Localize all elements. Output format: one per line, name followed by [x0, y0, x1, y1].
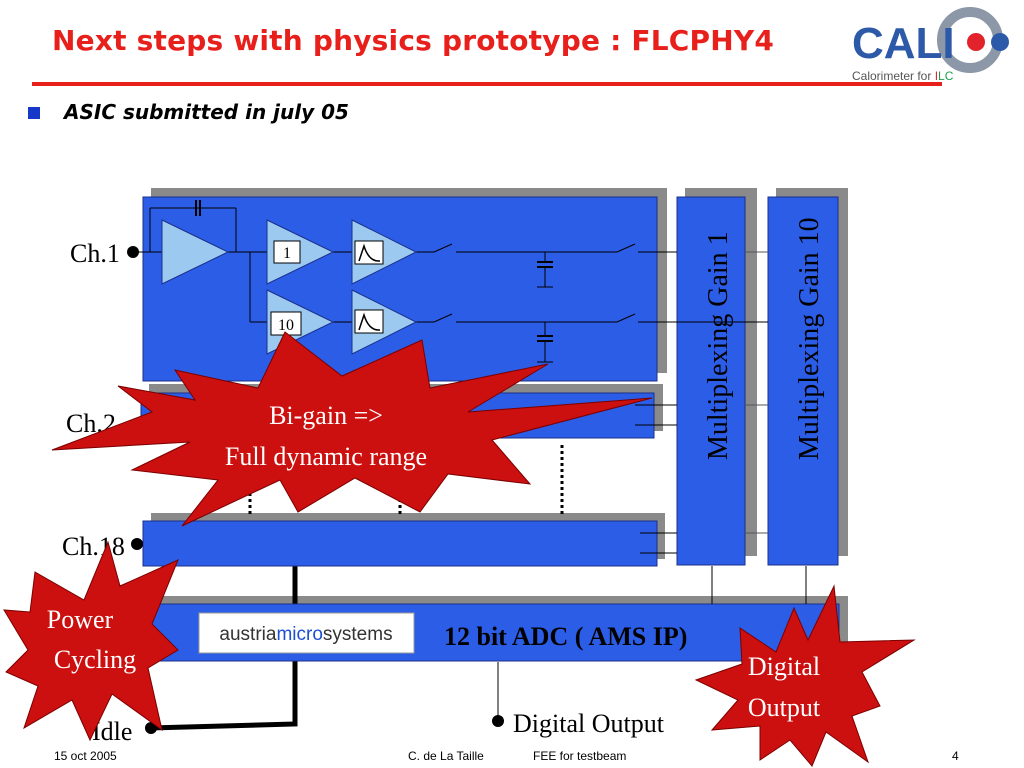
ch1-label: Ch.1	[70, 239, 120, 268]
shaper-pulse-icon	[358, 243, 381, 262]
mux-gain1-label: Multiplexing Gain 1	[703, 231, 734, 460]
shaper-gain10-triangle-icon	[351, 289, 418, 355]
gain1-label: 1	[283, 245, 291, 262]
mux-gain10-label: Multiplexing Gain 10	[794, 217, 825, 460]
ch1-input-dot	[127, 246, 139, 258]
bullet-text: ASIC submitted in july 05	[64, 100, 349, 124]
ch18-block	[142, 520, 658, 567]
slide-title: Next steps with physics prototype : FLCP…	[52, 24, 775, 57]
footer-page-number: 4	[952, 749, 959, 763]
footer-author: C. de La Taille	[408, 749, 484, 763]
title-underline	[32, 82, 942, 86]
shaper-icon-box	[354, 240, 384, 265]
power-starburst	[3, 540, 179, 742]
channel-output-lines	[497, 404, 807, 720]
vendor-logo-a: austria	[219, 624, 276, 645]
gain10-label: 10	[278, 317, 294, 334]
logo-sub-lc: LC	[938, 69, 954, 83]
digital-callout-line2: Output	[748, 693, 821, 722]
shaper-icon-box	[354, 309, 384, 334]
gain1-label-box	[273, 240, 301, 264]
ch1-circuit	[137, 200, 768, 363]
mux-gain10-block	[767, 196, 839, 566]
footer-date: 15 oct 2005	[54, 749, 117, 763]
adc-label: 12 bit ADC ( AMS IP)	[444, 622, 687, 651]
logo-e-icon	[967, 33, 985, 51]
logo-subtitle: Calorimeter for ILC	[852, 69, 954, 83]
logo-main-text: CALI	[852, 19, 955, 68]
preamp-triangle-icon	[161, 219, 230, 285]
digital-callout-line1: Digital	[748, 652, 820, 681]
digital-output-label: Digital Output	[513, 709, 665, 738]
idle-dot	[145, 722, 157, 734]
power-callout-line1: Power	[47, 605, 114, 634]
bigain-callout-line1: Bi-gain =>	[269, 401, 383, 430]
ch18-label: Ch.18	[62, 532, 125, 561]
logo-o-icon	[991, 33, 1009, 51]
bullet-square-icon	[28, 107, 40, 119]
vendor-logo-text: austriamicrosystems	[219, 624, 392, 645]
bigain-callout-line2: Full dynamic range	[225, 442, 427, 471]
digital-output-starburst	[694, 584, 916, 767]
bigain-starburst	[51, 331, 653, 527]
power-callout-line2: Cycling	[54, 645, 136, 674]
mux-gain1-block	[676, 196, 746, 566]
logo-sub-prefix: Calorimeter for	[852, 69, 935, 83]
footer-talk: FEE for testbeam	[533, 749, 627, 763]
logo-sub-i: I	[935, 69, 938, 83]
vendor-logo-b: micro	[276, 624, 322, 645]
vendor-logo-box	[198, 612, 415, 654]
digital-output-dot	[492, 715, 504, 727]
calice-logo: CALI Calorimeter for ILC	[852, 7, 1009, 83]
vendor-logo-c: systems	[323, 624, 393, 645]
shaper-gain1-triangle-icon	[351, 219, 418, 285]
shaper-pulse-icon	[358, 312, 381, 331]
ch18-input-dot	[131, 538, 143, 550]
